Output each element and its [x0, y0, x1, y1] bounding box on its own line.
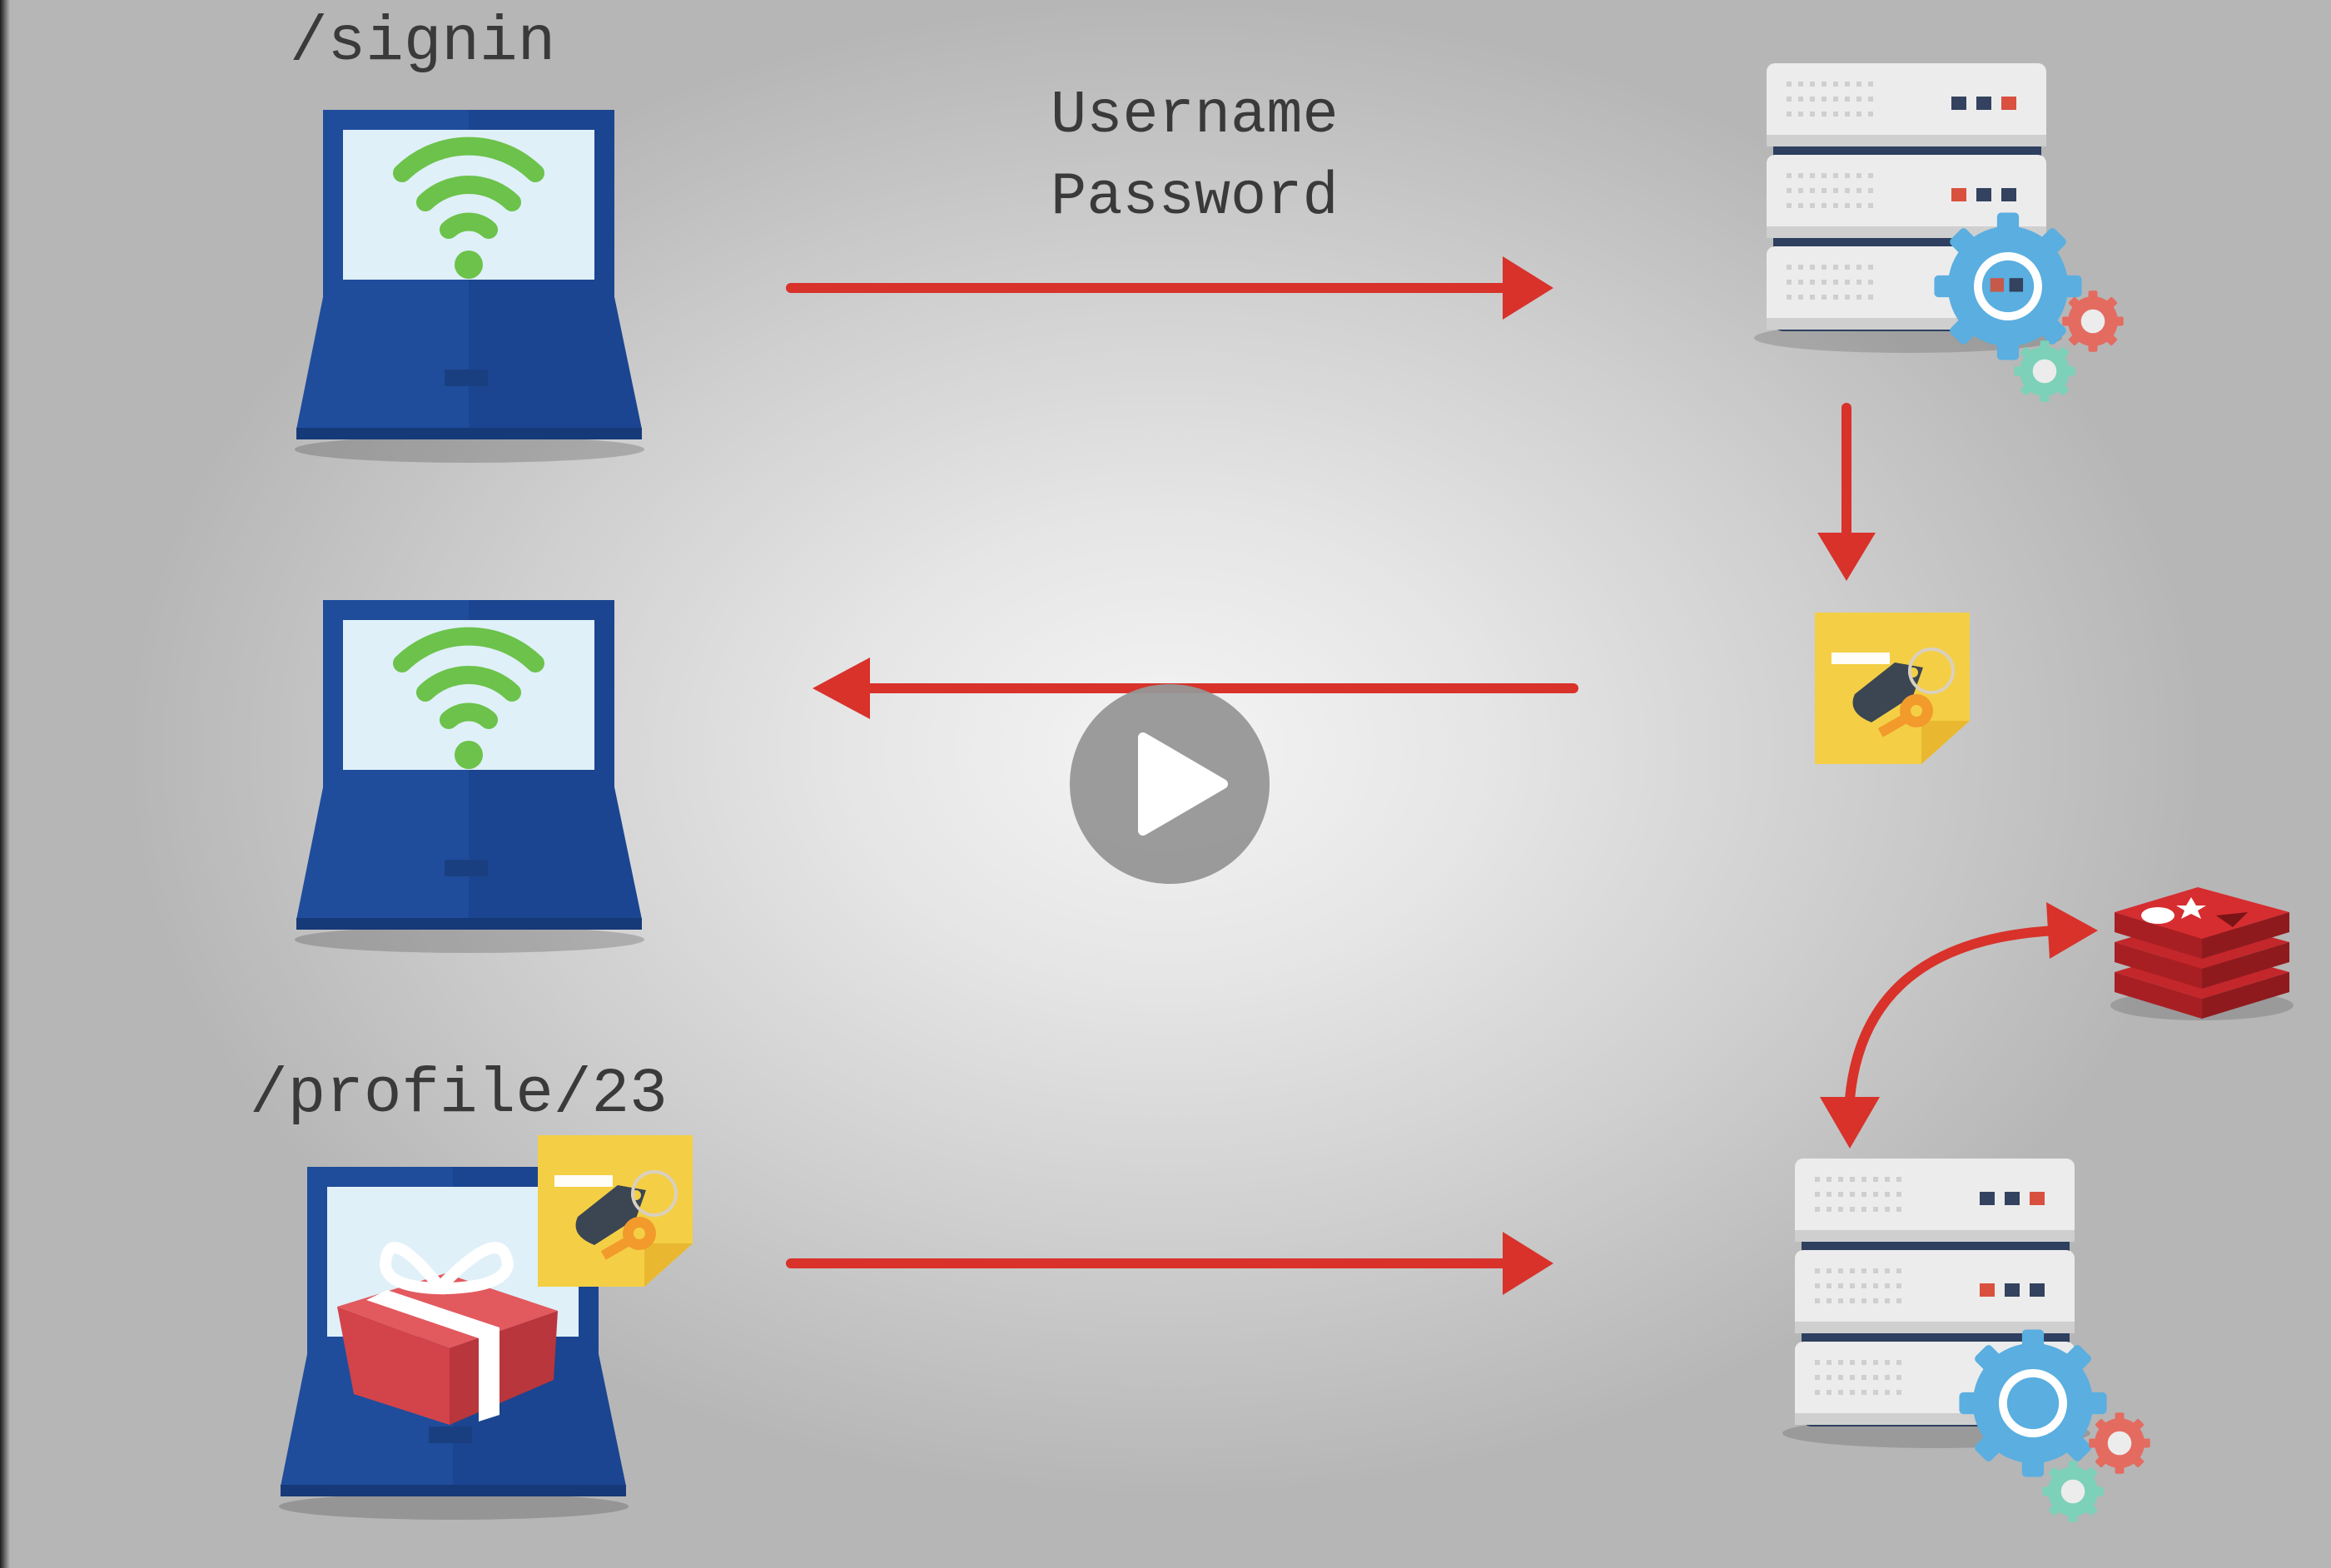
signin-route-label: /signin: [290, 7, 556, 78]
credentials-label: Username Password: [1051, 82, 1339, 231]
gear-icon: [2062, 290, 2124, 352]
frame-edge: [0, 0, 10, 1568]
response-arrow: [813, 657, 1578, 719]
response-laptop-icon: [295, 600, 644, 953]
session-token-icon: [1813, 611, 1971, 766]
redis-icon: [2110, 887, 2294, 1020]
gear-icon: [1934, 212, 2082, 360]
profile-request-arrow: [786, 1232, 1553, 1295]
profile-route-label: /profile/23: [250, 1059, 668, 1130]
auth-server-icon: [1754, 63, 2124, 402]
app-server-icon: [1782, 1159, 2150, 1522]
profile-token-icon: [536, 1134, 694, 1288]
play-icon: [1138, 732, 1228, 836]
token-issue-arrow: [1817, 403, 1876, 581]
gear-icon: [1959, 1329, 2107, 1477]
request-arrow: [786, 256, 1553, 320]
gear-icon: [2014, 340, 2075, 402]
cache-arrow: [1820, 902, 2098, 1149]
signin-laptop-icon: [295, 110, 644, 463]
gift-icon: [337, 1242, 558, 1425]
gear-icon: [2042, 1461, 2104, 1522]
gear-icon: [2089, 1412, 2150, 1474]
play-button[interactable]: [1070, 684, 1270, 884]
